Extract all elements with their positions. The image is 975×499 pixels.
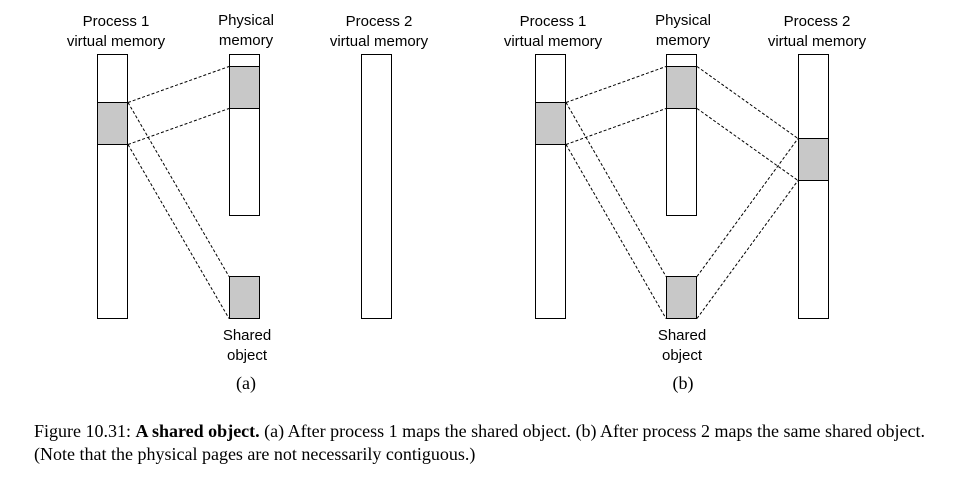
panel-a-map-line-p1-top-to-object	[127, 102, 230, 277]
panel-b-process1-mapped-area	[535, 102, 566, 145]
shared-object-figure: Process 1 virtual memory Physical memory…	[67, 12, 867, 394]
panel-a-map-line-p1-top-to-phys	[127, 66, 230, 103]
panel-b-map-line-p1-top-to-object	[565, 102, 667, 277]
panel-a-process1-label-line1: Process 1	[83, 13, 150, 30]
panel-a-process2-label-line1: Process 2	[346, 13, 413, 30]
panel-a-process1-label-line2: virtual memory	[67, 33, 166, 50]
panel-b-process2-label-line1: Process 2	[784, 13, 851, 30]
panel-b-map-line-p1-bottom-to-phys	[565, 108, 667, 145]
caption-title: A shared object.	[135, 421, 260, 441]
caption-text-a: (a) After process 1 maps the shared obje…	[264, 421, 572, 441]
panel-a-process1-memory	[97, 54, 128, 319]
caption-note: (Note that the physical pages are not ne…	[34, 444, 476, 464]
panel-a-map-line-p1-bottom-to-phys	[127, 108, 230, 145]
panel-a-map-line-p1-bottom-to-object	[127, 144, 230, 319]
panel-a-shared-object	[229, 276, 260, 319]
panel-b-shared-label-line1: Shared	[658, 327, 706, 344]
panel-b-map-line-p1-top-to-phys	[565, 66, 667, 103]
panel-b-map-line-phys-top-to-p2	[696, 66, 799, 139]
panel-a-physical-label-line2: memory	[219, 32, 274, 49]
panel-b-process2-mapped-area	[798, 138, 829, 181]
panel-b-process2-memory	[798, 54, 829, 319]
panel-a-physical-shared-pages	[229, 66, 260, 109]
panel-b-physical-label-line2: memory	[656, 32, 711, 49]
panel-b-physical-label-line1: Physical	[655, 12, 711, 29]
panel-b-map-line-phys-bottom-to-p2	[696, 108, 799, 181]
panel-a-process2-memory	[361, 54, 392, 319]
panel-a-process2-label-line2: virtual memory	[330, 33, 429, 50]
panel-b-map-line-p1-bottom-to-object	[565, 144, 667, 319]
panel-a-shared-label-line2: object	[227, 347, 268, 364]
panel-b-map-line-object-top-to-p2	[696, 138, 799, 277]
panel-b-process1-label-line2: virtual memory	[504, 33, 603, 50]
panel-b-sublabel: (b)	[673, 373, 694, 394]
panel-b-shared-object	[666, 276, 697, 319]
figure-caption: Figure 10.31: A shared object. (a) After…	[34, 420, 969, 466]
panel-b: Process 1 virtual memory Physical memory…	[504, 12, 867, 394]
panel-b-process1-memory	[535, 54, 566, 319]
panel-b-shared-label-line2: object	[662, 347, 703, 364]
panel-b-map-line-object-bottom-to-p2	[696, 180, 799, 319]
panel-a-shared-label-line1: Shared	[223, 327, 271, 344]
panel-a: Process 1 virtual memory Physical memory…	[67, 12, 429, 394]
panel-b-process2-label-line2: virtual memory	[768, 33, 867, 50]
caption-figure-number: Figure 10.31:	[34, 421, 131, 441]
caption-text-b: (b) After process 2 maps the same shared…	[575, 421, 925, 441]
panel-a-sublabel: (a)	[236, 373, 256, 394]
panel-b-process1-label-line1: Process 1	[520, 13, 587, 30]
panel-a-process1-mapped-area	[97, 102, 128, 145]
panel-b-physical-shared-pages	[666, 66, 697, 109]
panel-a-physical-label-line1: Physical	[218, 12, 274, 29]
